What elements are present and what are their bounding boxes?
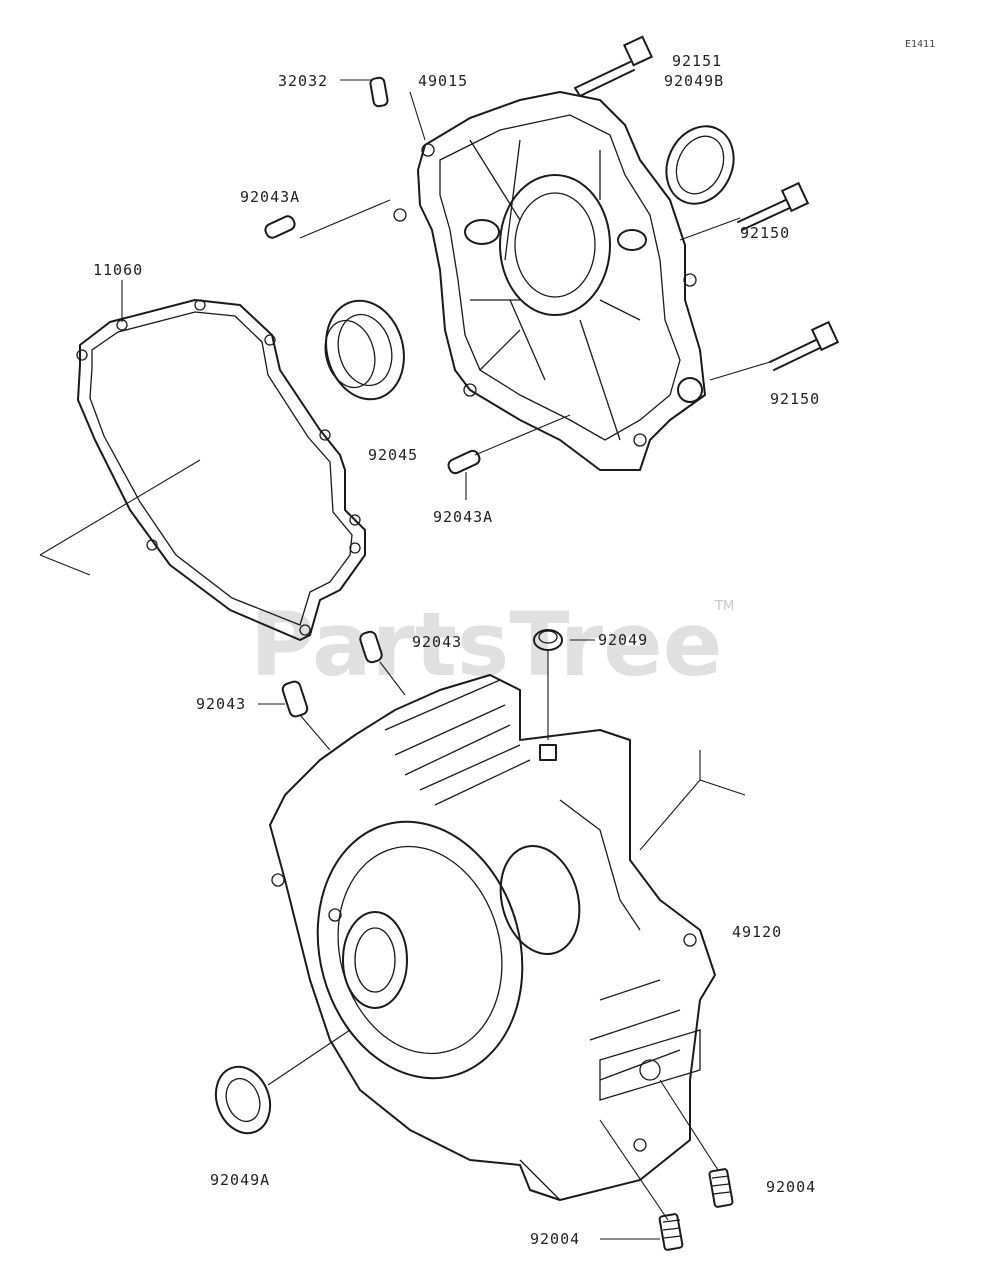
- watermark: PartsTree: [250, 593, 722, 696]
- gasket-11060[interactable]: [76, 299, 366, 641]
- crankcase-cover-49015[interactable]: [393, 91, 706, 471]
- leader-lines: [39, 79, 771, 1240]
- dowel-pin-92043A-top[interactable]: [263, 214, 296, 239]
- label-92150-upper[interactable]: 92150: [740, 224, 790, 242]
- dowel-pin-92043A-bottom[interactable]: [447, 449, 482, 475]
- bolt-92150-lower[interactable]: [769, 320, 840, 371]
- stud-92004-b[interactable]: [708, 1168, 734, 1208]
- bolt-92150-upper[interactable]: [737, 181, 810, 231]
- label-92043-a[interactable]: 92043: [412, 633, 462, 651]
- crankcase-49120[interactable]: [269, 674, 716, 1201]
- diagram-ref-code: E1411: [905, 39, 935, 50]
- label-92049A[interactable]: 92049A: [210, 1171, 270, 1189]
- label-92045[interactable]: 92045: [368, 446, 418, 464]
- label-11060[interactable]: 11060: [93, 261, 143, 279]
- label-92150-lower[interactable]: 92150: [770, 390, 820, 408]
- label-92004-bottom[interactable]: 92004: [530, 1230, 580, 1248]
- label-32032[interactable]: 32032: [278, 72, 328, 90]
- part-labels: 32032 49015 92151 92049B 92043A 11060 92…: [93, 52, 820, 1248]
- trademark-mark: TM: [714, 599, 734, 614]
- label-49120[interactable]: 49120: [732, 923, 782, 941]
- label-92049B[interactable]: 92049B: [664, 72, 724, 90]
- label-92049[interactable]: 92049: [598, 631, 648, 649]
- label-92043A-bottom[interactable]: 92043A: [433, 508, 493, 526]
- stud-92004-a[interactable]: [658, 1213, 684, 1251]
- label-92043-b[interactable]: 92043: [196, 695, 246, 713]
- oil-seal-92049A[interactable]: [207, 1059, 279, 1141]
- label-49015[interactable]: 49015: [418, 72, 468, 90]
- oil-seal-92049B[interactable]: [654, 115, 746, 215]
- ball-bearing-92045[interactable]: [315, 292, 414, 408]
- dowel-pin-92043-a[interactable]: [359, 630, 383, 664]
- label-92043A-top[interactable]: 92043A: [240, 188, 300, 206]
- bolt-92151[interactable]: [574, 35, 654, 97]
- label-92151[interactable]: 92151: [672, 52, 722, 70]
- pin-32032[interactable]: [369, 76, 389, 108]
- label-92004-right[interactable]: 92004: [766, 1178, 816, 1196]
